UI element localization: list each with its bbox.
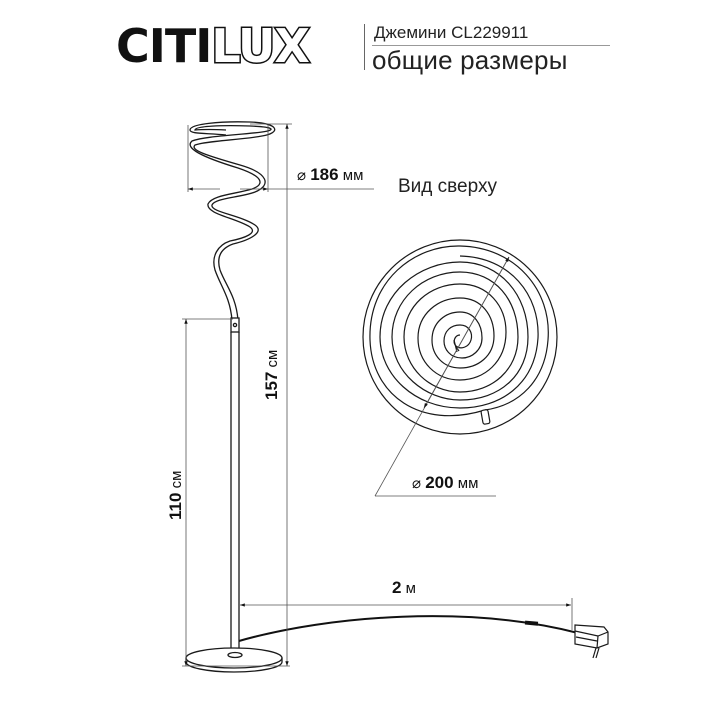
shade-diameter-label: ⌀ 186 мм — [297, 165, 363, 185]
total-height-unit: см — [264, 349, 281, 368]
header-divider — [364, 24, 365, 70]
total-height-value: 157 — [262, 371, 281, 400]
brand-logo-suffix: LUX — [210, 19, 311, 73]
header-underline — [372, 45, 610, 46]
lamp-pole — [230, 317, 240, 656]
total-height-label: 157 см — [262, 350, 282, 400]
shade-diameter-unit: мм — [342, 167, 364, 184]
shade-diameter-value: 186 — [310, 165, 339, 184]
stand-height-unit: см — [168, 470, 185, 489]
cable-length-value: 2 — [392, 578, 402, 597]
top-view-title: Вид сверху — [398, 176, 497, 197]
cable-length-unit: м — [405, 580, 416, 597]
stand-height-label: 110 см — [166, 471, 186, 520]
top-view-spiral — [362, 239, 558, 435]
top-view-diameter-value: 200 — [425, 473, 454, 492]
power-adapter — [574, 624, 609, 659]
top-view-diameter-unit: мм — [457, 475, 479, 492]
model-name: Джемини CL229911 — [374, 23, 529, 42]
lamp-base — [185, 647, 283, 673]
cable-length-label: 2 м — [392, 578, 416, 598]
page-subtitle: общие размеры — [372, 45, 568, 75]
brand-logo: CITILUX — [116, 19, 311, 73]
power-cable — [238, 615, 579, 642]
diameter-symbol: ⌀ — [412, 475, 422, 492]
brand-logo-prefix: CITI — [116, 19, 212, 73]
lamp-shade-spiral — [189, 121, 276, 321]
diameter-symbol: ⌀ — [297, 167, 307, 184]
top-view-diameter-label: ⌀ 200 мм — [412, 473, 478, 493]
stand-height-value: 110 — [166, 492, 185, 520]
